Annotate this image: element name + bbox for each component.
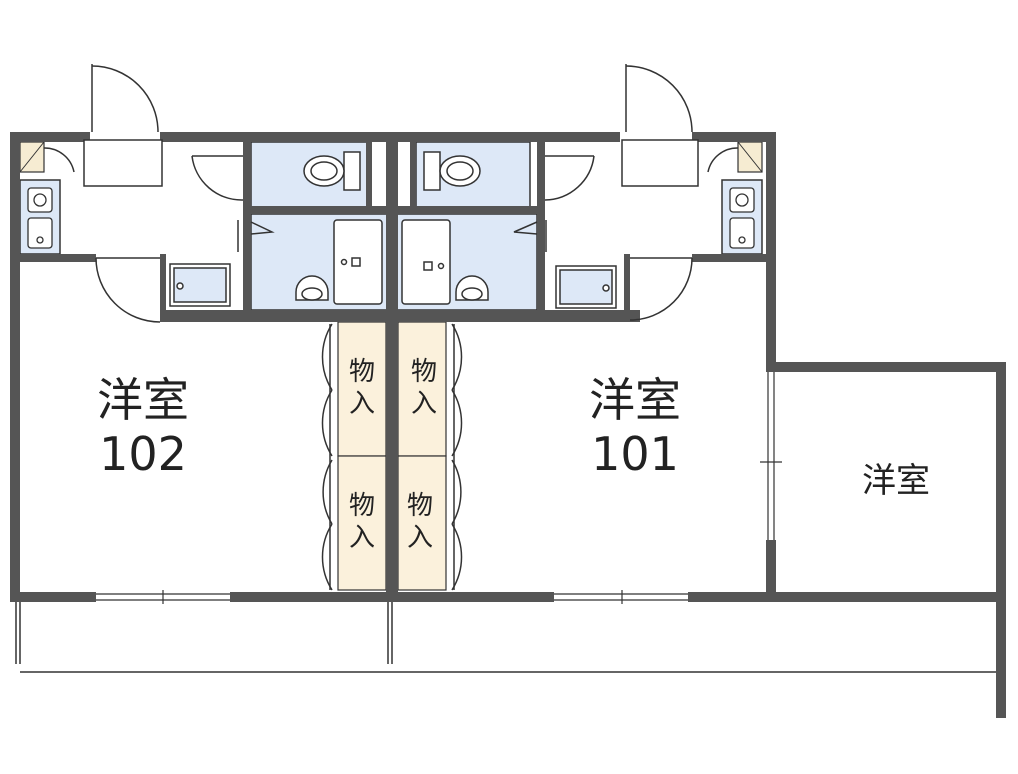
closet-label: 入	[349, 389, 375, 419]
closet-label: 物	[349, 491, 375, 521]
closet-101-lower	[397, 455, 447, 591]
walls	[10, 132, 1006, 606]
closet-label: 入	[411, 389, 437, 419]
window-icon	[96, 372, 782, 604]
kitchen-sink-icon	[27, 187, 755, 249]
bathtub-icon	[333, 219, 451, 305]
door-swing-icon	[43, 64, 739, 323]
room-label-101: 洋室	[589, 373, 681, 427]
entries	[19, 141, 763, 173]
closet-labels: 物 入 物 入 物 入 物 入	[349, 357, 437, 553]
room-label-102: 洋室	[97, 373, 189, 427]
closet-label: 入	[407, 523, 433, 553]
washbasin-icon	[295, 275, 489, 301]
closets	[337, 321, 447, 591]
room-labels: 洋室 102 洋室 101 洋室	[97, 373, 930, 501]
closet-label: 物	[411, 357, 437, 387]
closet-label: 物	[407, 491, 433, 521]
closet-label: 物	[349, 357, 375, 387]
washing-machine-pan-icon	[169, 263, 617, 309]
closet-label: 入	[349, 523, 375, 553]
toilet-icon	[303, 151, 481, 191]
balcony	[15, 602, 1006, 718]
closet-101-upper	[397, 321, 447, 457]
closet-102-lower	[337, 455, 387, 591]
room-label-extra: 洋室	[862, 461, 930, 501]
room-number-102: 102	[99, 427, 187, 481]
room-number-101: 101	[591, 427, 679, 481]
closet-door-icon	[321, 323, 463, 591]
